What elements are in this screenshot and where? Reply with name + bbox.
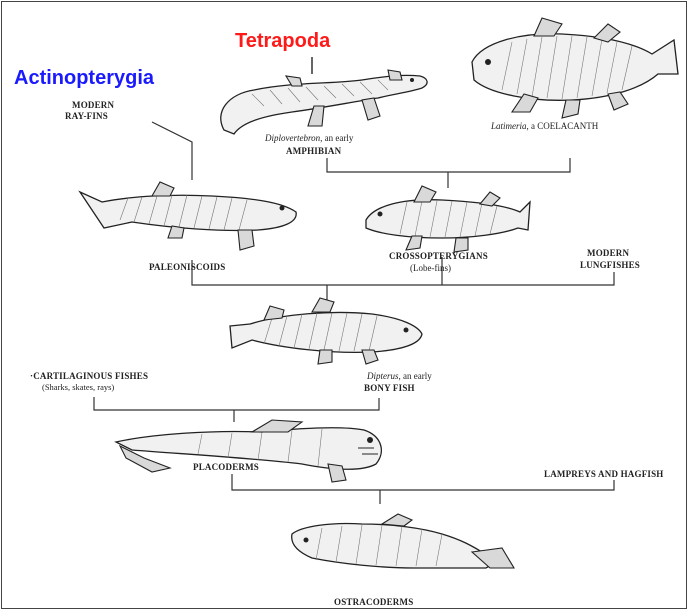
label-modern-ray-fins-1: MODERN (72, 100, 114, 110)
crossopterygian-illustration (366, 186, 530, 252)
label-bony-fish-2: BONY FISH (364, 383, 415, 393)
label-bony-fish-1: Dipterus, an early (366, 371, 432, 381)
label-paleoniscoids: PALEONISCOIDS (149, 262, 225, 272)
label-modern-ray-fins-2: RAY-FINS (65, 111, 108, 121)
paleoniscoid-illustration (80, 182, 296, 250)
label-placoderms: PLACODERMS (193, 462, 259, 472)
label-ostracoderms: OSTRACODERMS (334, 597, 413, 607)
label-amphibian-2: AMPHIBIAN (286, 146, 342, 156)
label-crossopterygians-2: (Lobe-fins) (410, 263, 451, 273)
tetrapoda-heading: Tetrapoda (235, 30, 331, 52)
amphibian-illustration (221, 70, 427, 134)
phylogeny-diagram: Tetrapoda Actinopterygia MODERN RAY-FINS… (2, 2, 686, 608)
placoderm-illustration (116, 420, 381, 482)
label-crossopterygians-1: CROSSOPTERYGIANS (389, 251, 488, 261)
label-coelacanth: Latimeria, a COELACANTH (490, 121, 599, 131)
actinopterygia-heading: Actinopterygia (14, 67, 155, 89)
label-lungfishes-1: MODERN (587, 248, 629, 258)
coelacanth-illustration (472, 18, 678, 118)
label-lampreys: LAMPREYS AND HAGFISH (544, 469, 664, 479)
label-amphibian-1: Diplovertebron, an early (264, 133, 354, 143)
ostracoderm-illustration (292, 514, 514, 568)
label-cartilaginous-2: (Sharks, skates, rays) (42, 382, 114, 392)
label-lungfishes-2: LUNGFISHES (580, 260, 640, 270)
label-cartilaginous-1: ·CARTILAGINOUS FISHES (30, 371, 148, 381)
bony-fish-illustration (230, 298, 422, 364)
